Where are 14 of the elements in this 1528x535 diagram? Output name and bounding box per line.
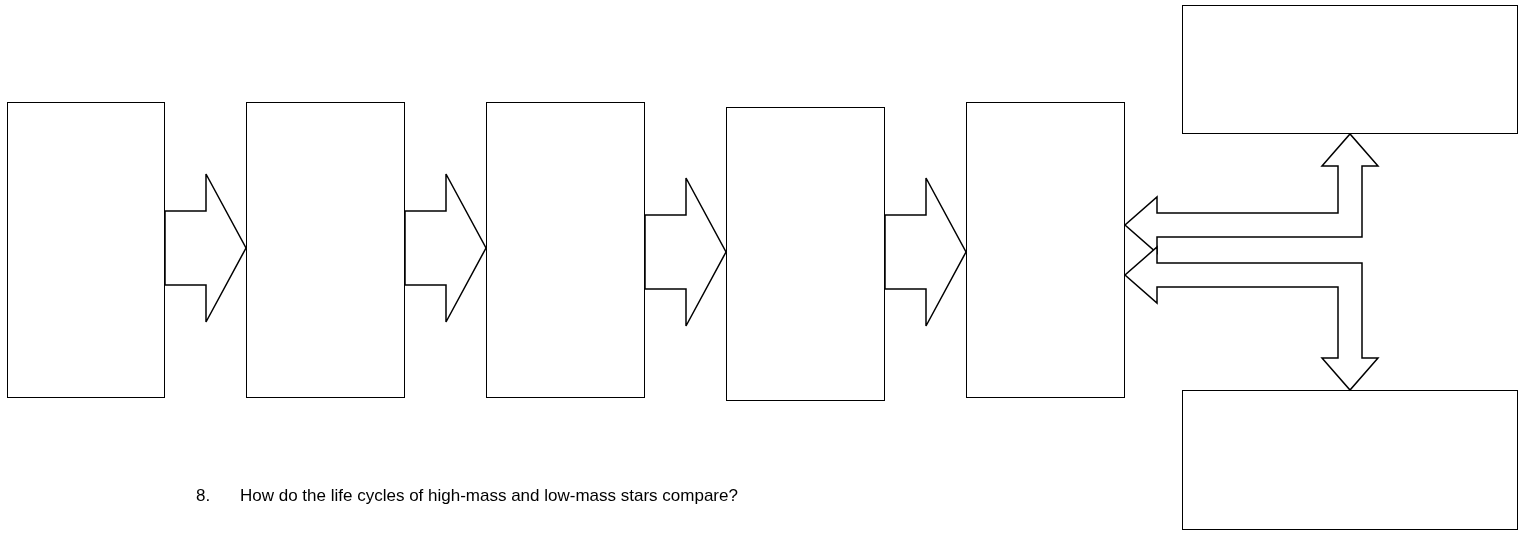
empty-box bbox=[7, 102, 165, 398]
empty-box bbox=[246, 102, 405, 398]
block-arrow bbox=[644, 177, 727, 327]
empty-box bbox=[726, 107, 885, 401]
empty-box bbox=[1182, 390, 1518, 530]
question-number: 8. bbox=[196, 486, 211, 506]
empty-box bbox=[1182, 5, 1518, 134]
block-arrow bbox=[884, 177, 967, 327]
empty-box bbox=[966, 102, 1125, 398]
block-arrow bbox=[1123, 245, 1380, 392]
block-arrow bbox=[164, 173, 247, 323]
empty-box bbox=[486, 102, 645, 398]
block-arrow bbox=[404, 173, 487, 323]
question-text: How do the life cycles of high-mass and low-mass stars compare? bbox=[240, 486, 738, 506]
